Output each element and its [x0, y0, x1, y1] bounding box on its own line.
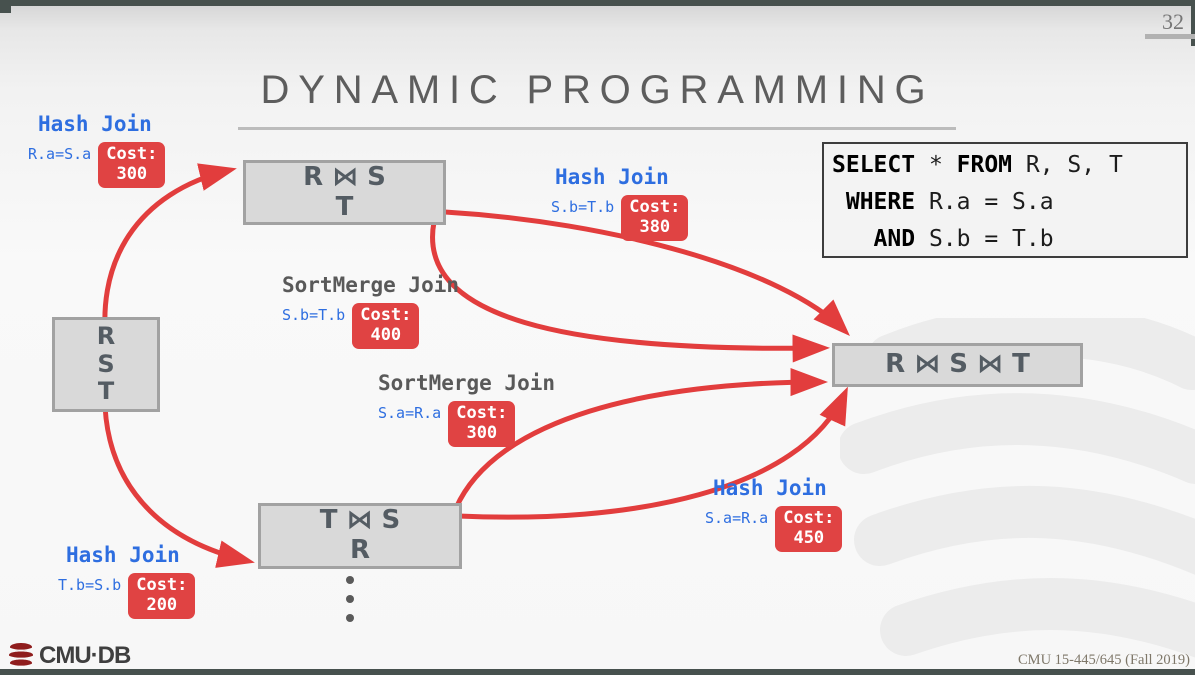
join-predicate: T.b=S.b — [58, 576, 122, 594]
join-name: SortMerge Join — [378, 371, 556, 395]
join-label-hash-join-300: Hash Join R.a=S.a Cost:300 — [28, 112, 166, 188]
sql-keyword: WHERE — [845, 189, 916, 215]
sql-text: R.a = S.a — [915, 189, 1054, 215]
title-underline — [238, 127, 956, 130]
join-predicate: S.a=R.a — [705, 509, 769, 527]
sql-keyword: AND — [873, 226, 916, 252]
join-label-hash-join-200: Hash Join T.b=S.b Cost:200 — [58, 543, 196, 619]
arrow-sm400 — [430, 221, 831, 363]
node-label: S — [97, 349, 115, 378]
plan-node-ts-join-r: T ⋈ S R — [258, 503, 462, 569]
slide-title: DYNAMIC PROGRAMMING — [260, 68, 935, 112]
join-name: Hash Join — [66, 543, 180, 567]
cost-value: 200 — [146, 595, 178, 616]
join-label-sortmerge-join-400: SortMerge Join S.b=T.b Cost:400 — [282, 275, 459, 349]
sql-text — [832, 189, 846, 215]
top-gray-band — [0, 6, 1195, 28]
cmu-db-wordmark: CMU·DB — [39, 642, 131, 669]
node-label: R ⋈ S — [303, 161, 386, 192]
sql-text: * — [915, 152, 957, 178]
join-predicate: S.b=T.b — [551, 198, 615, 216]
join-name: SortMerge Join — [282, 273, 460, 297]
node-label: T — [335, 191, 354, 222]
cost-badge: Cost:400 — [352, 303, 420, 349]
cost-value: 450 — [793, 528, 825, 549]
node-label: R ⋈ S ⋈ T — [885, 349, 1030, 380]
join-predicate: R.a=S.a — [28, 145, 92, 163]
right-edge-strip — [1191, 0, 1195, 46]
join-label-hash-join-380: Hash Join S.b=T.b Cost:380 — [551, 165, 689, 241]
node-label: T — [97, 377, 115, 406]
page-number-rule — [1145, 34, 1195, 39]
plan-node-rs-join-t: R ⋈ S T — [243, 160, 446, 225]
cost-value: 300 — [116, 164, 148, 185]
join-label-hash-join-450: Hash Join S.a=R.a Cost:450 — [705, 476, 843, 552]
cost-value: 300 — [466, 423, 498, 444]
join-name: Hash Join — [38, 112, 152, 136]
join-name: Hash Join — [713, 476, 827, 500]
plan-node-r-s-t-joined: R ⋈ S ⋈ T — [832, 343, 1083, 387]
node-label: T ⋈ S — [319, 505, 401, 536]
database-watermark — [840, 318, 1195, 658]
sql-keyword: FROM — [956, 152, 1013, 178]
top-border-bar — [0, 0, 1195, 6]
cost-badge: Cost:200 — [128, 573, 196, 619]
join-predicate: S.a=R.a — [378, 404, 442, 422]
sql-text — [832, 226, 874, 252]
node-label: R — [349, 535, 371, 565]
cost-badge: Cost:380 — [621, 195, 689, 241]
sql-keyword: SELECT — [832, 152, 916, 178]
page-number: 32 — [1162, 9, 1184, 34]
course-footer: CMU 15-445/645 (Fall 2019) — [1018, 652, 1190, 668]
join-label-sortmerge-join-300: SortMerge Join S.a=R.a Cost:300 — [378, 373, 555, 447]
sql-text: R, S, T — [1012, 152, 1123, 178]
join-name: Hash Join — [555, 165, 669, 189]
cost-badge: Cost:450 — [775, 506, 843, 552]
cmu-db-logo: CMU·DB — [6, 642, 131, 670]
cost-badge: Cost:300 — [448, 401, 516, 447]
sql-text: S.b = T.b — [915, 226, 1054, 252]
plan-node-rst-input: R S T — [52, 317, 160, 412]
join-predicate: S.b=T.b — [282, 306, 346, 324]
cost-value: 400 — [370, 325, 402, 346]
cost-badge: Cost:300 — [98, 142, 166, 188]
node-label: R — [96, 322, 116, 351]
cmu-db-disk-icon — [8, 643, 34, 668]
bottom-border-bar — [0, 669, 1195, 675]
corner-square — [0, 0, 11, 13]
cost-value: 380 — [639, 217, 671, 238]
ellipsis-dots — [346, 576, 354, 622]
sql-query-box: SELECT * FROM R, S, T WHERE R.a = S.a AN… — [822, 142, 1188, 258]
